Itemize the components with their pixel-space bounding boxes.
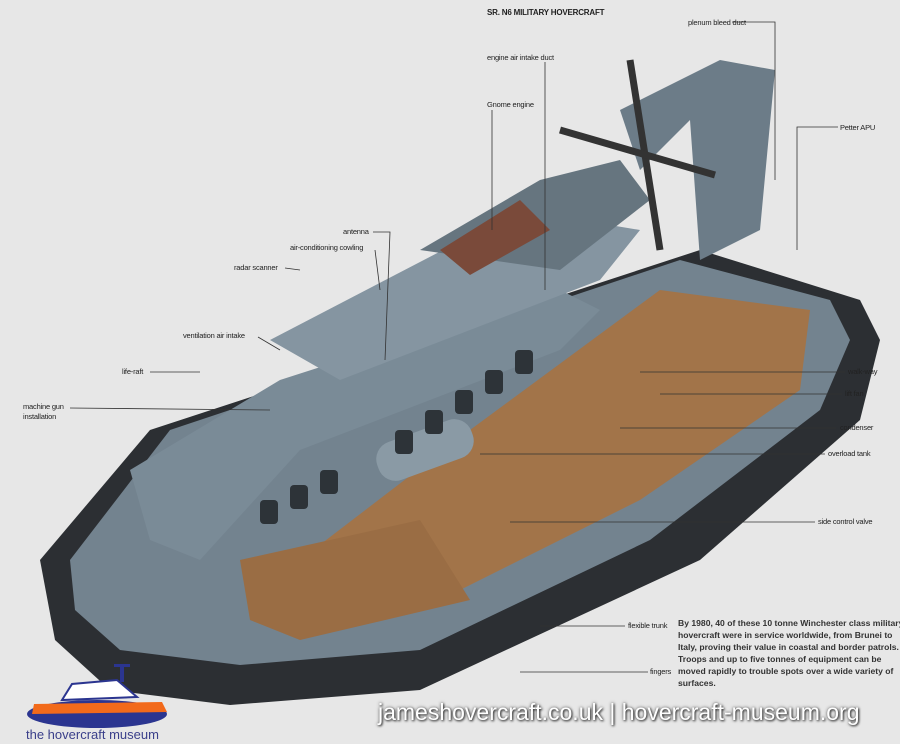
propeller-blade (559, 126, 716, 179)
label-flexible-trunk: flexible trunk (628, 621, 668, 630)
logo-text: the hovercraft museum (26, 727, 159, 742)
label-lift-fan: lift fan (845, 389, 864, 398)
label-petter-apu: Petter APU (840, 123, 876, 132)
label-machine-gun-installation: installation (23, 412, 57, 421)
label-walk-way: walk-way (848, 367, 878, 376)
label-fingers: fingers (650, 667, 672, 676)
label-radar-scanner: radar scanner (234, 263, 278, 272)
label-side-control-valve: side control valve (818, 517, 873, 526)
label-gnome-engine: Gnome engine (487, 100, 534, 109)
label-machine-gun: machine gun (23, 402, 64, 411)
description-paragraph: By 1980, 40 of these 10 tonne Winchester… (678, 618, 900, 688)
cabin (130, 290, 600, 560)
label-ventilation-air-intake: ventilation air intake (183, 331, 245, 340)
label-antenna: antenna (343, 227, 369, 236)
label-life-raft: life-raft (122, 367, 144, 376)
front-deck (240, 520, 470, 640)
fin-structure (620, 60, 775, 260)
hovercraft-museum-logo (27, 664, 167, 728)
label-engine-air-intake-duct: engine air intake duct (487, 53, 554, 62)
leader-lines (69, 21, 845, 673)
engine-cutaway (440, 200, 550, 275)
watermark: jameshovercraft.co.uk | hovercraft-museu… (378, 699, 860, 725)
label-overload-tank: overload tank (828, 449, 871, 458)
overload-tank (376, 419, 474, 481)
label-air-conditioning-cowling: air-conditioning cowling (290, 243, 364, 252)
label-condenser: condenser (840, 423, 874, 432)
label-plenum-bleed-duct: plenum bleed duct (688, 18, 746, 27)
diagram-title: SR. N6 MILITARY HOVERCRAFT (487, 8, 605, 17)
